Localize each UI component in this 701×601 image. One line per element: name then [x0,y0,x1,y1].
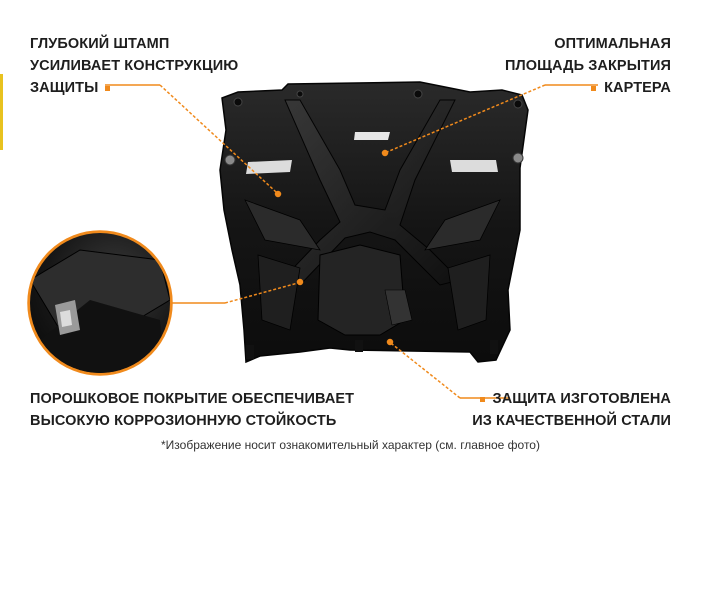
label-line: ВЫСОКУЮ КОРРОЗИОННУЮ СТОЙКОСТЬ [30,413,337,429]
label-line: ИЗ КАЧЕСТВЕННОЙ СТАЛИ [472,413,671,429]
label-quality-steel: ЗАЩИТА ИЗГОТОВЛЕНА ИЗ КАЧЕСТВЕННОЙ СТАЛИ [472,388,671,432]
leader-lines [105,84,598,399]
label-line: ЗАЩИТА ИЗГОТОВЛЕНА [472,388,671,410]
disclaimer-note: *Изображение носит ознакомительный харак… [161,438,540,452]
label-line: ПОРОШКОВОЕ ПОКРЫТИЕ ОБЕСПЕЧИВАЕТ [30,391,355,407]
label-optimal-area: ОПТИМАЛЬНАЯ ПЛОЩАДЬ ЗАКРЫТИЯ КАРТЕРА [505,33,671,99]
label-line: ОПТИМАЛЬНАЯ [554,36,671,52]
skid-plate [219,81,529,364]
coating-zoom-detail [27,230,173,376]
label-deep-stamp: ГЛУБОКИЙ ШТАМП УСИЛИВАЕТ КОНСТРУКЦИЮ ЗАЩ… [30,33,238,99]
left-edge-accent [0,74,3,150]
bullet-icon [105,85,111,91]
label-powder-coating: ПОРОШКОВОЕ ПОКРЫТИЕ ОБЕСПЕЧИВАЕТ ВЫСОКУЮ… [30,388,354,432]
label-line: КАРТЕРА [505,77,671,99]
label-line: УСИЛИВАЕТ КОНСТРУКЦИЮ [30,58,239,74]
bullet-icon [479,396,485,402]
label-line: ЗАЩИТЫ [30,77,238,99]
label-line: ГЛУБОКИЙ ШТАМП [30,36,170,52]
label-line: ПЛОЩАДЬ ЗАКРЫТИЯ [504,58,671,74]
bullet-icon [591,85,597,91]
